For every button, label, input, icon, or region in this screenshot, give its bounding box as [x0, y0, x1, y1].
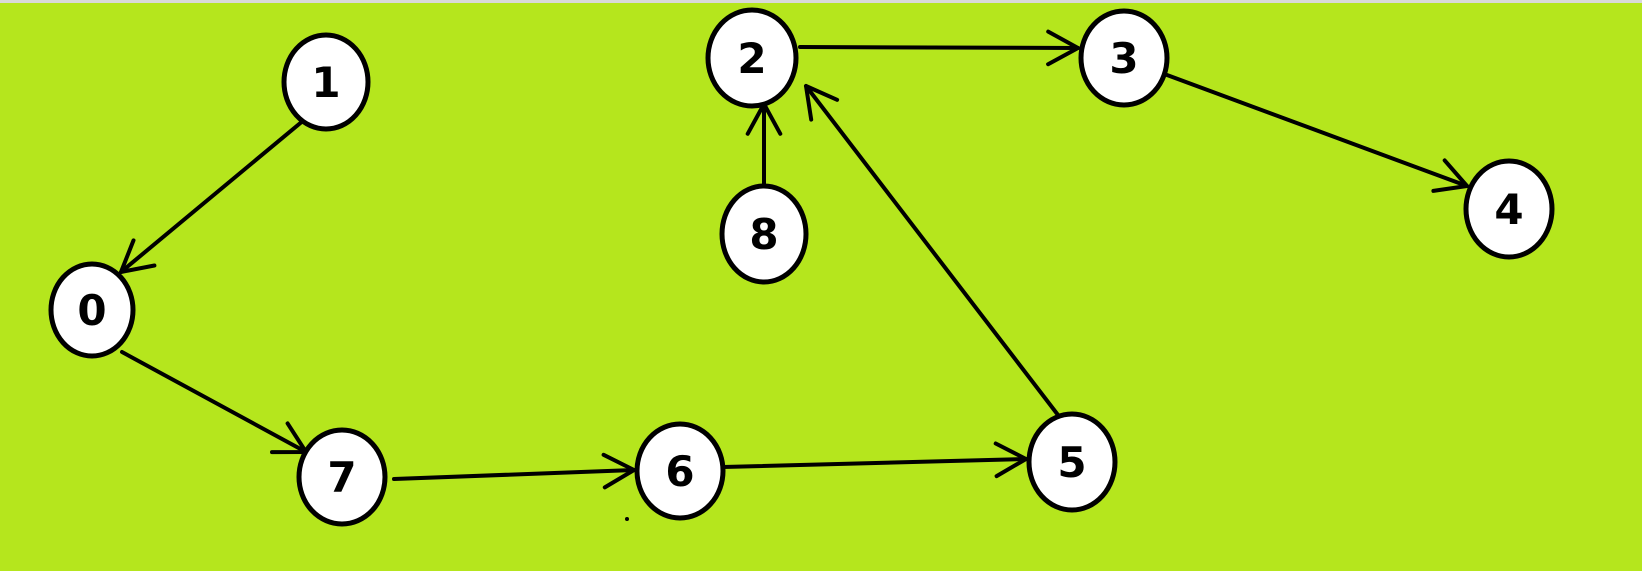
node-4-circle [1463, 158, 1555, 260]
graph-node-5: 5 [1026, 411, 1118, 513]
node-2-label: 2 [737, 34, 766, 83]
arrowhead-icon [804, 84, 840, 122]
edge-6-to-5 [721, 441, 1028, 479]
nodes-layer: 0 1 2 3 4 5 6 [48, 7, 1555, 527]
edge-line [120, 350, 308, 454]
edge-5-to-2 [804, 84, 1060, 417]
node-3-label: 3 [1109, 34, 1138, 83]
node-1-label: 1 [311, 58, 340, 107]
window-top-border [0, 0, 1642, 3]
graph-node-6: 6 [634, 421, 726, 521]
edge-line [392, 468, 636, 481]
edge-2-to-3 [798, 29, 1080, 67]
edge-1-to-0 [119, 118, 306, 274]
node-5-circle [1026, 411, 1118, 513]
edge-line [798, 45, 1080, 50]
node-6-label: 6 [665, 447, 694, 496]
edge-line [1165, 73, 1469, 188]
edge-8-to-2 [745, 102, 783, 187]
node-7-label: 7 [327, 453, 356, 502]
arrowhead-icon [1046, 29, 1080, 67]
graph-node-3: 3 [1078, 8, 1170, 108]
node-3-circle [1078, 8, 1170, 108]
edge-0-to-7 [120, 350, 308, 455]
arrowhead-icon [601, 452, 636, 490]
edge-line [119, 118, 306, 274]
graph-node-7: 7 [296, 427, 388, 527]
graph-node-4: 4 [1463, 158, 1555, 260]
edge-line [721, 457, 1028, 469]
node-1-circle [281, 32, 371, 132]
node-8-label: 8 [749, 210, 778, 259]
edges-layer [119, 29, 1469, 490]
node-0-label: 0 [77, 286, 106, 335]
graph-node-1: 1 [281, 32, 371, 132]
node-2-circle [705, 7, 799, 109]
node-0-circle [48, 261, 136, 359]
node-8-circle [719, 183, 809, 285]
edge-line [804, 84, 1060, 417]
arrowhead-icon [119, 238, 157, 274]
node-5-label: 5 [1057, 438, 1086, 487]
node-6-circle [634, 421, 726, 521]
edge-3-to-4 [1165, 73, 1469, 193]
stray-dot [625, 517, 629, 521]
node-4-label: 4 [1494, 185, 1523, 234]
node-7-circle [296, 427, 388, 527]
graph-node-2: 2 [705, 7, 799, 109]
graph-node-8: 8 [719, 183, 809, 285]
edge-7-to-6 [392, 452, 636, 490]
arrowhead-icon [1431, 158, 1469, 193]
arrowhead-icon [993, 441, 1028, 479]
graph-node-0: 0 [48, 261, 136, 359]
